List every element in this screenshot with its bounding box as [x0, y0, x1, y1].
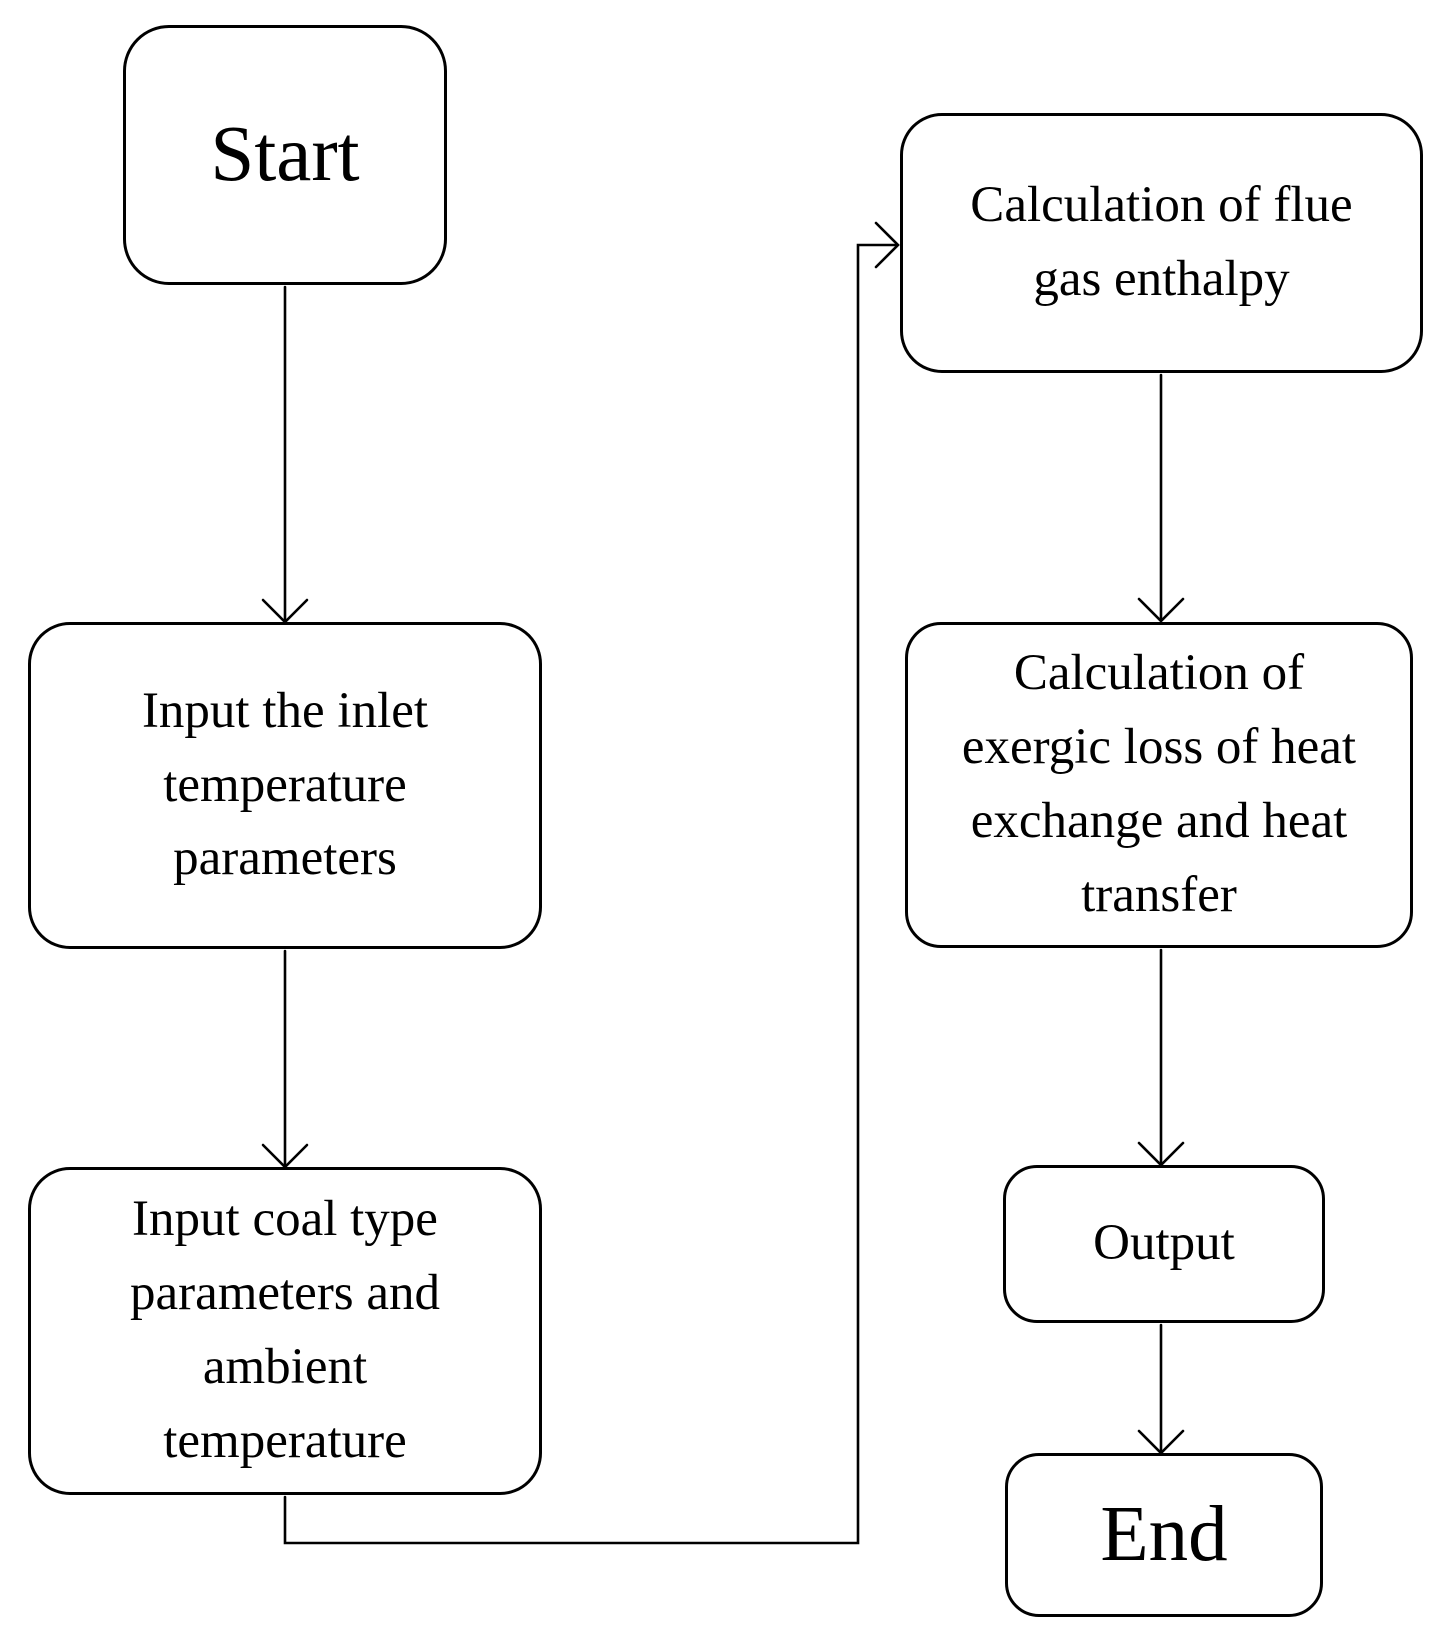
arrow-input-inlet-to-input-coal: [261, 949, 309, 1169]
node-output: Output: [1003, 1165, 1325, 1323]
node-start-label: Start: [210, 110, 360, 198]
arrow-flue-gas-to-exergic-loss: [1137, 373, 1185, 623]
node-exergic-loss-label: Calculation of exergic loss of heat exch…: [961, 645, 1357, 923]
node-output-label: Output: [1093, 1215, 1235, 1272]
arrow-output-to-end: [1137, 1323, 1185, 1455]
node-flue-gas-enthalpy: Calculation of flue gas enthalpy: [900, 113, 1423, 373]
node-input-inlet-temperature-label: Input the inlet temperature parameters: [141, 682, 429, 887]
node-start: Start: [123, 25, 447, 285]
node-end-label: End: [1100, 1490, 1228, 1578]
arrow-input-coal-to-flue-gas: [283, 221, 900, 1545]
node-input-coal-type-label: Input coal type parameters and ambient t…: [129, 1191, 441, 1469]
arrow-start-to-input-inlet: [261, 285, 309, 624]
arrow-exergic-loss-to-output: [1137, 948, 1185, 1167]
node-input-coal-type: Input coal type parameters and ambient t…: [28, 1167, 542, 1495]
node-end: End: [1005, 1453, 1323, 1617]
node-exergic-loss: Calculation of exergic loss of heat exch…: [905, 622, 1413, 948]
node-flue-gas-enthalpy-label: Calculation of flue gas enthalpy: [970, 177, 1353, 307]
node-input-inlet-temperature: Input the inlet temperature parameters: [28, 622, 542, 949]
